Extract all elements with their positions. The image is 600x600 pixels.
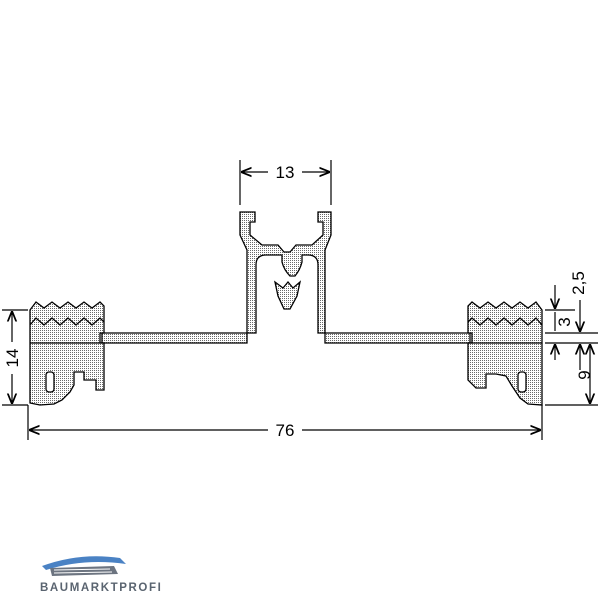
right-slot xyxy=(517,371,527,393)
dim-right-lower-label: 9 xyxy=(575,370,594,379)
dim-left-height xyxy=(2,309,28,406)
roof-icon xyxy=(42,556,126,576)
dim-top-channel xyxy=(239,160,332,205)
horizontal-web xyxy=(101,332,248,344)
dim-right-group xyxy=(545,285,598,406)
aluminium-profile xyxy=(29,211,543,406)
right-teeth xyxy=(467,317,543,326)
left-teeth xyxy=(29,317,105,326)
center-channel xyxy=(239,211,332,334)
left-flange xyxy=(29,301,105,406)
dim-total-width-label: 76 xyxy=(276,421,295,440)
right-flange xyxy=(467,301,543,406)
left-slot xyxy=(45,371,55,393)
center-clip xyxy=(274,280,302,310)
brand-name: BAUMARKTPROFI xyxy=(40,582,163,594)
dim-total-width xyxy=(27,405,543,440)
dim-right-small-label: 3 xyxy=(555,317,574,326)
dim-left-height-label: 14 xyxy=(3,349,22,368)
brand-logo: BAUMARKTPROFI xyxy=(40,552,165,594)
dim-right-gap-label: 2,5 xyxy=(569,271,588,295)
horizontal-web-right xyxy=(324,332,471,344)
dim-top-channel-label: 13 xyxy=(276,163,295,182)
